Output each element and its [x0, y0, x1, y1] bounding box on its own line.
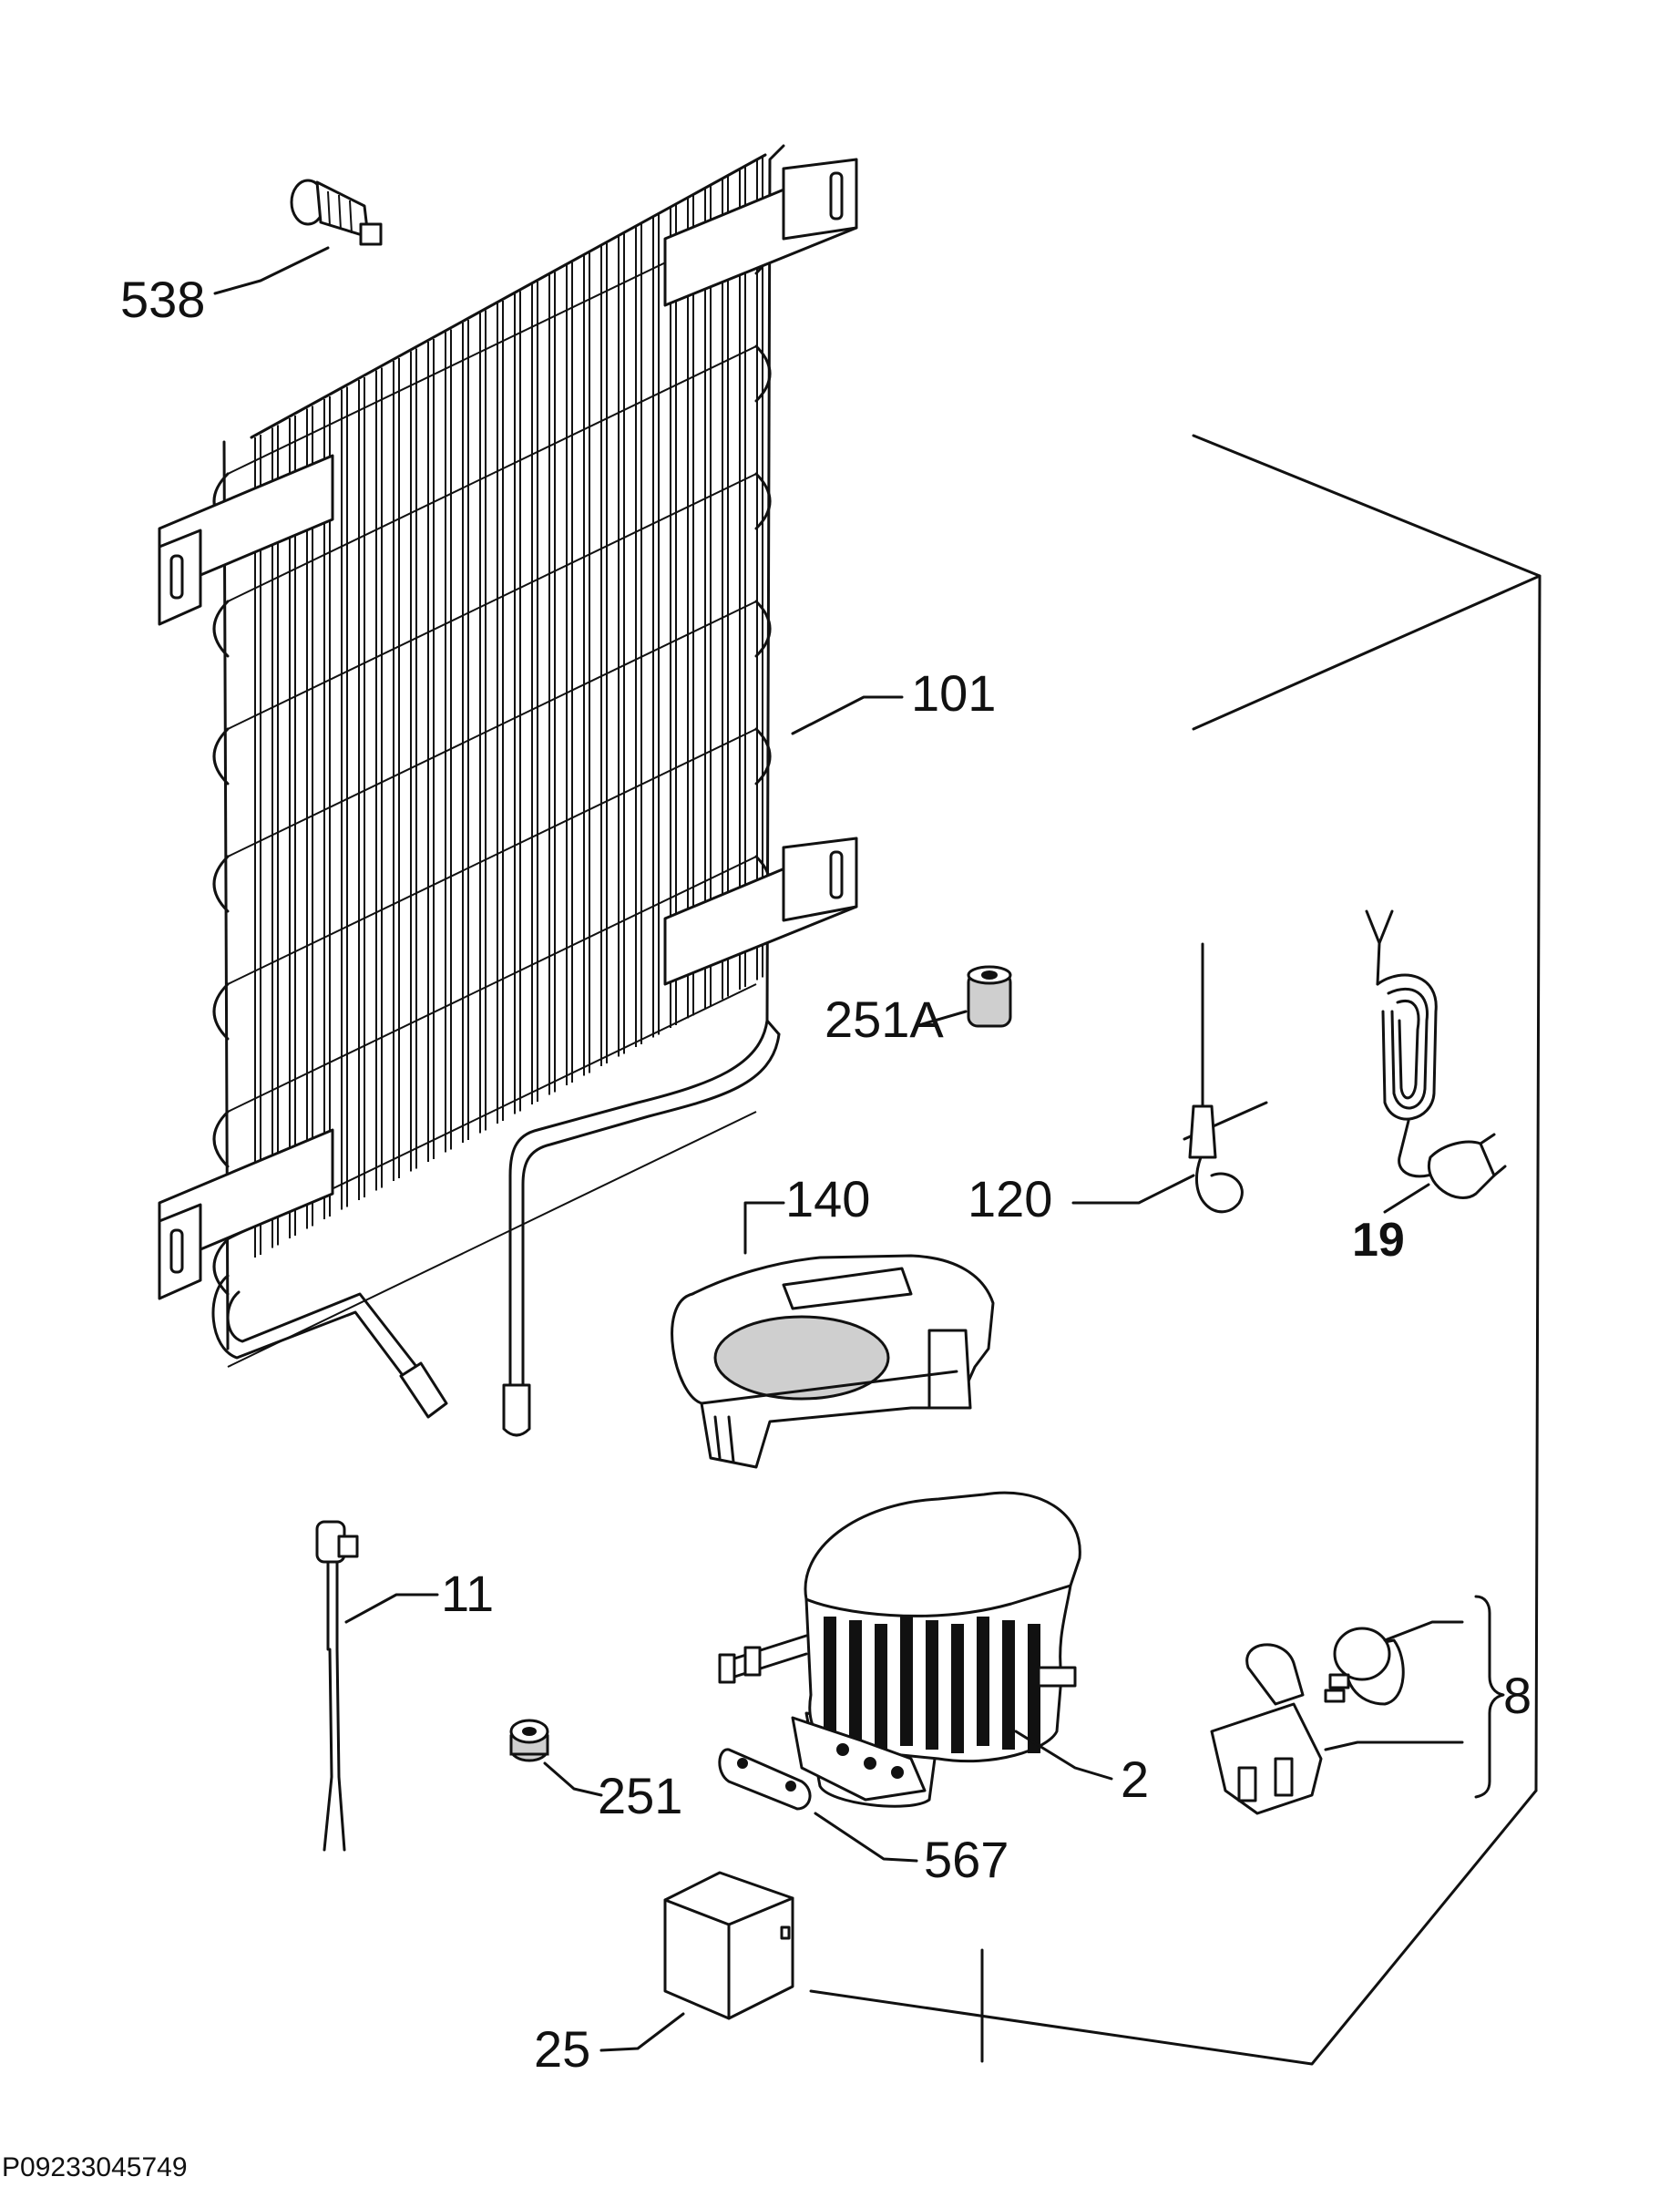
callout-2: 2 [1121, 1751, 1149, 1808]
sensor-120 [1071, 942, 1268, 1214]
condenser-wire [652, 214, 660, 1038]
callout-538: 538 [120, 271, 205, 328]
box-25 [599, 1871, 794, 2052]
condenser-wire [756, 157, 763, 981]
compressor-stripe [849, 1620, 862, 1750]
condenser-wire [739, 167, 746, 990]
condenser-wire [566, 262, 573, 1085]
callout-251a: 251A [825, 991, 944, 1048]
compressor-stripe [824, 1617, 836, 1746]
condenser-wire [375, 367, 383, 1191]
tray-140 [671, 1201, 995, 1469]
condenser-wire [704, 186, 712, 1009]
condenser-wire [445, 329, 452, 1153]
condenser-wire [548, 272, 556, 1095]
relay-group-8 [1210, 1595, 1505, 1815]
cabinet-outline [809, 434, 1542, 2066]
callout-11: 11 [441, 1565, 494, 1622]
condenser-wire [497, 301, 504, 1124]
condenser-coil-line [227, 345, 757, 602]
condenser [158, 144, 858, 1437]
condenser-wire [289, 416, 296, 1238]
reference-code: P09233045749 [2, 2152, 188, 2182]
condenser-wire [618, 233, 625, 1057]
condenser-wire [687, 195, 694, 1019]
compressor-stripe [900, 1617, 913, 1746]
condenser-wire [514, 291, 521, 1114]
callout-8: 8 [1503, 1667, 1531, 1724]
condenser-wire [462, 320, 469, 1143]
condenser-wire [531, 282, 538, 1104]
condenser-coil-line [227, 1111, 757, 1368]
compressor-stripe [951, 1624, 964, 1753]
condenser-wire [393, 358, 400, 1181]
condenser-wire [583, 252, 590, 1076]
condenser-coil-line [227, 601, 757, 857]
condenser-coil-line [227, 728, 757, 985]
condenser-wire [341, 386, 348, 1210]
leader-101 [791, 695, 904, 735]
condenser-wire [410, 348, 417, 1172]
condenser-wire [600, 243, 608, 1066]
condenser-wire [670, 205, 677, 1028]
grommet-251a [920, 965, 1012, 1028]
condenser-wire [271, 425, 279, 1248]
condenser-wire [358, 377, 365, 1200]
compressor-stripe [1028, 1624, 1040, 1753]
callout-101: 101 [911, 664, 996, 722]
compressor-2 [718, 1491, 1113, 1808]
condenser-wire [254, 435, 261, 1258]
condenser-wire [427, 339, 435, 1162]
condenser-coil-line [227, 856, 757, 1113]
condenser-coil-line [227, 473, 757, 730]
callout-567: 567 [924, 1831, 1009, 1888]
callout-140: 140 [785, 1170, 870, 1227]
compressor-stripe [977, 1617, 989, 1746]
callout-251: 251 [598, 1767, 682, 1824]
callout-19: 19 [1352, 1214, 1405, 1267]
condenser-wire [635, 224, 642, 1047]
wire-11 [315, 1520, 439, 1852]
callout-25: 25 [534, 2020, 590, 2078]
compressor-stripe [875, 1624, 887, 1753]
condenser-wire [479, 310, 487, 1134]
clip-538 [213, 179, 383, 295]
grommet-251 [509, 1719, 603, 1797]
bracket-567 [718, 1748, 918, 1863]
condenser-wire [722, 176, 729, 1000]
compressor-stripe [1002, 1620, 1015, 1750]
callout-120: 120 [968, 1170, 1052, 1227]
power-cord-19 [1365, 909, 1507, 1214]
compressor-stripe [926, 1620, 938, 1750]
